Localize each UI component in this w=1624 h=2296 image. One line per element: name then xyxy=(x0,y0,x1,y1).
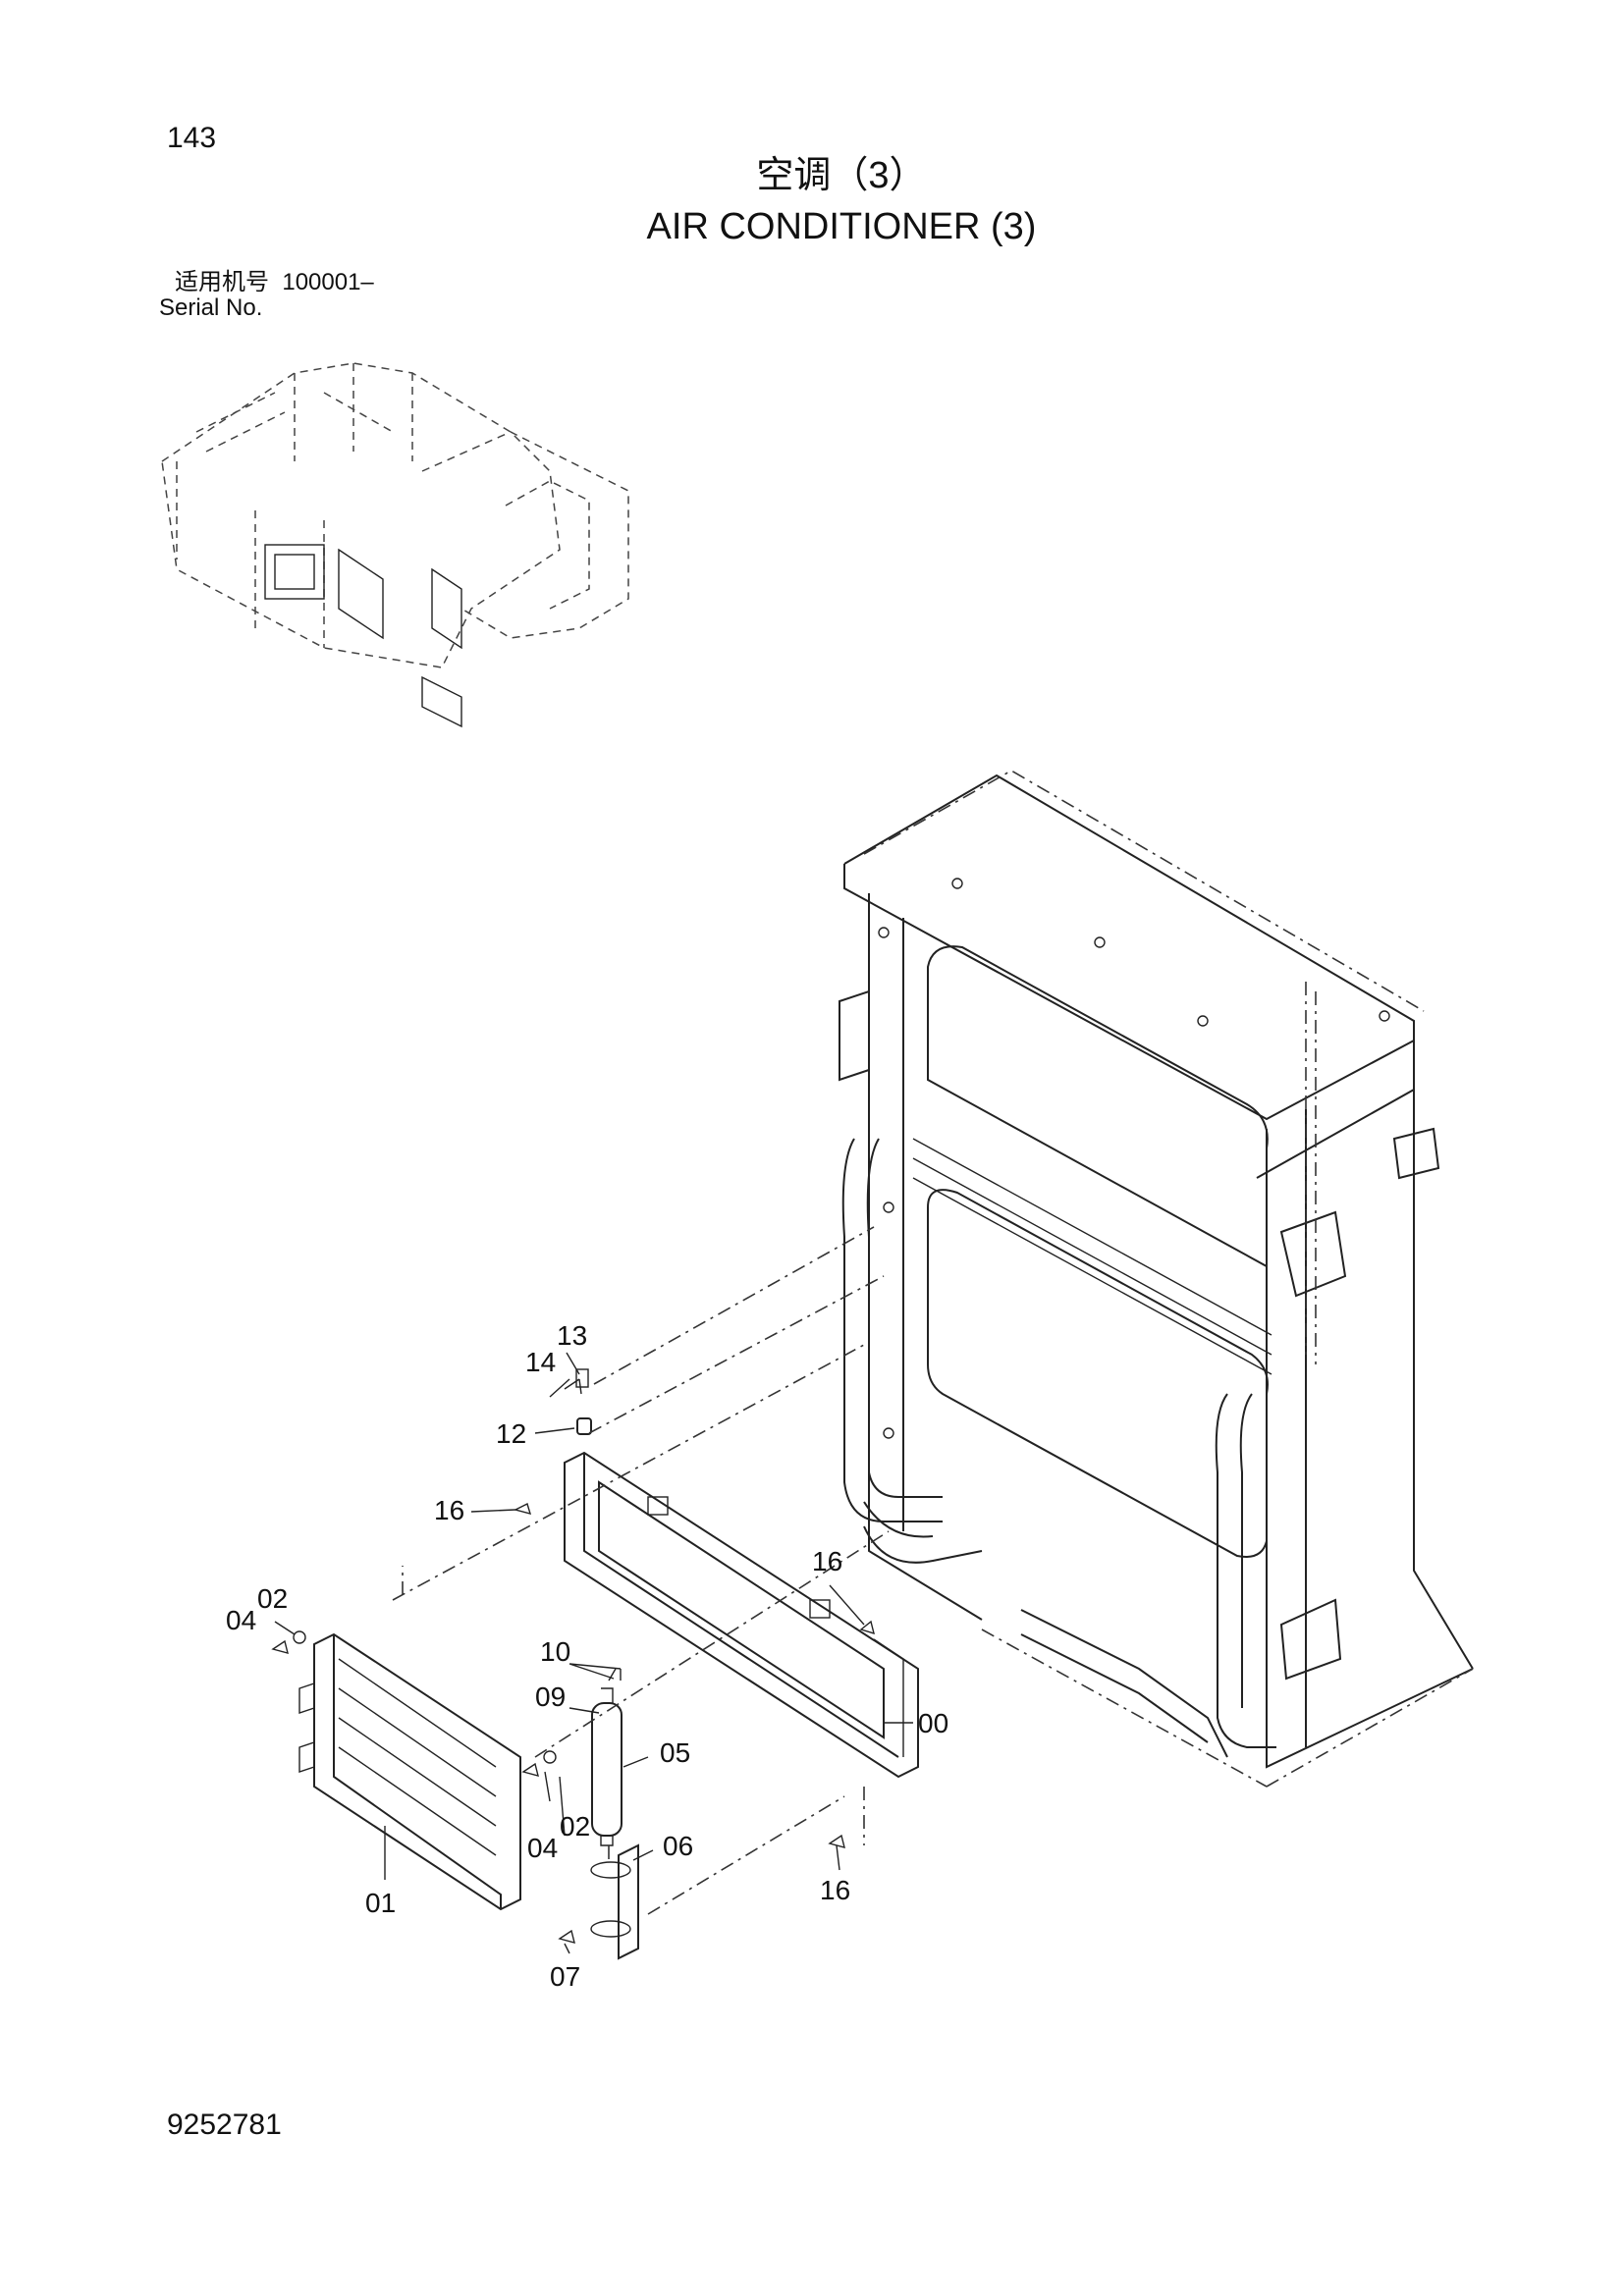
hardware-parts xyxy=(271,1368,875,1944)
callout-16-left: 16 xyxy=(434,1495,464,1525)
callout-05: 05 xyxy=(660,1737,690,1768)
callout-04-left: 04 xyxy=(226,1605,256,1635)
bracket-assembly xyxy=(564,1451,919,1779)
serial-value: 100001– xyxy=(282,269,374,295)
serial-label-chinese: 适用机号 100001– xyxy=(175,271,374,294)
callout-02-left: 02 xyxy=(257,1583,288,1614)
receiver-drier xyxy=(590,1687,639,1960)
callout-labels: 13 14 12 16 16 02 04 10 09 00 05 02 04 0… xyxy=(226,1320,948,1992)
document-number: 9252781 xyxy=(167,2109,282,2141)
leader-lines xyxy=(274,1352,913,1954)
radiator-frame xyxy=(839,770,1474,1788)
callout-01: 01 xyxy=(365,1888,396,1918)
callout-07: 07 xyxy=(550,1961,580,1992)
callout-12: 12 xyxy=(496,1418,526,1449)
callout-16-bottom: 16 xyxy=(820,1875,850,1905)
callout-02-mid: 02 xyxy=(560,1811,590,1842)
callout-13: 13 xyxy=(557,1320,587,1351)
serial-label-zh-text: 适用机号 xyxy=(175,269,269,295)
callout-14: 14 xyxy=(525,1347,556,1377)
callout-16-top: 16 xyxy=(812,1546,842,1576)
title-chinese: 空调（3） xyxy=(756,155,927,196)
callout-09: 09 xyxy=(535,1682,566,1712)
callout-10: 10 xyxy=(540,1636,570,1667)
callout-00: 00 xyxy=(918,1708,948,1738)
page-number: 143 xyxy=(167,122,217,154)
condenser xyxy=(298,1632,521,1911)
callout-04-mid: 04 xyxy=(527,1833,558,1863)
callout-06: 06 xyxy=(663,1831,693,1861)
alignment-lines xyxy=(392,1226,890,1915)
overview-thumbnail xyxy=(161,362,629,728)
title-english: AIR CONDITIONER (3) xyxy=(646,206,1037,247)
serial-label-english: Serial No. xyxy=(159,294,263,321)
